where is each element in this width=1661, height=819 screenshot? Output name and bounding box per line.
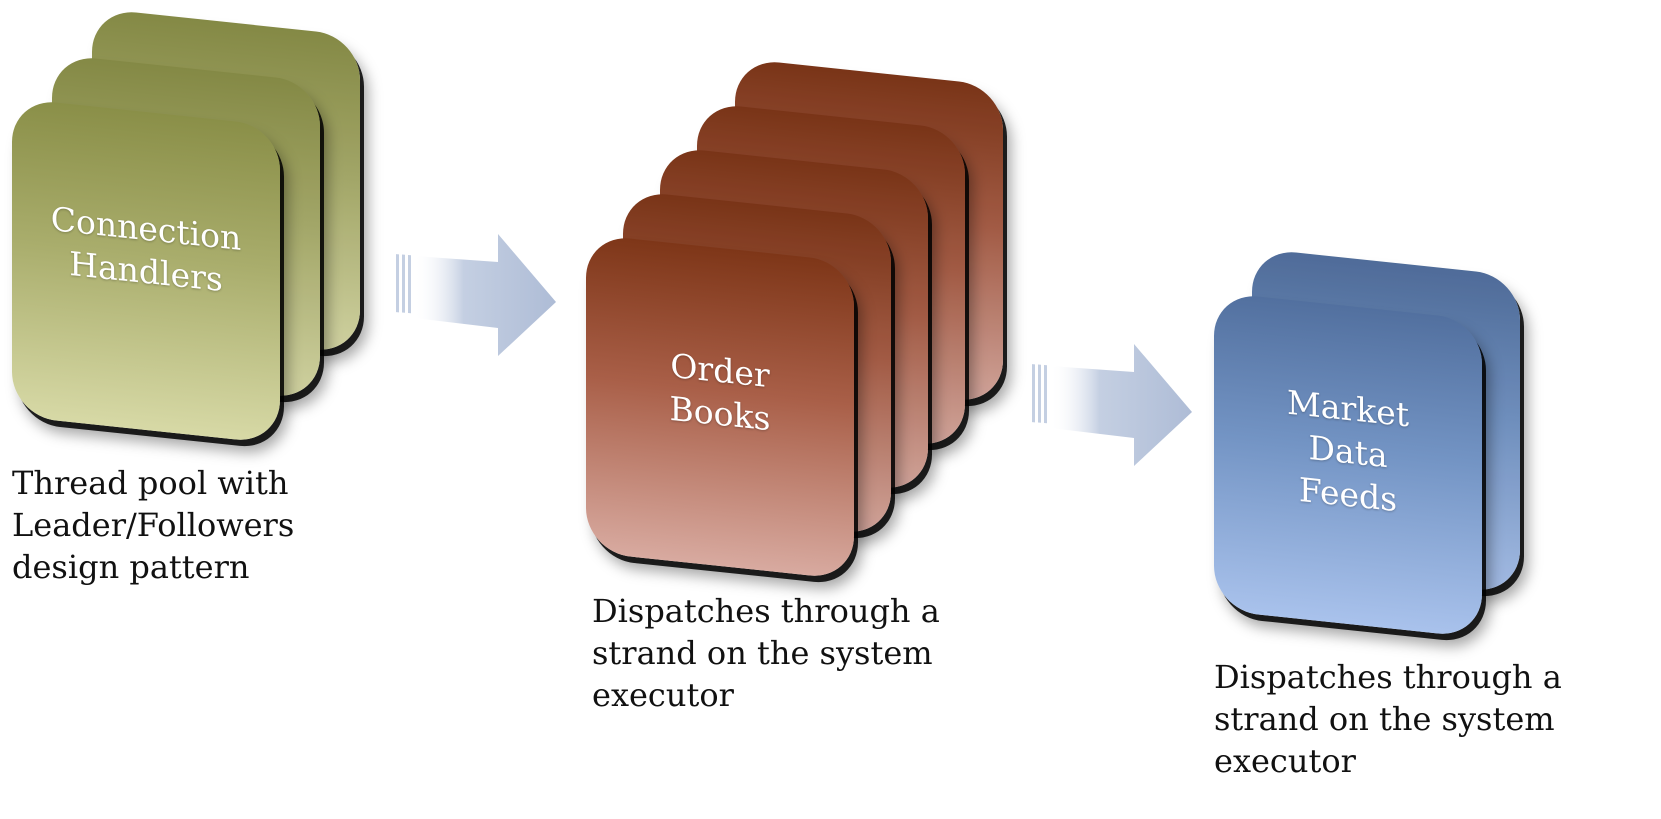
caption-line: Leader/Followers bbox=[12, 506, 295, 544]
caption-line: Dispatches through a bbox=[1214, 658, 1562, 696]
caption-line: Dispatches through a bbox=[592, 592, 940, 630]
caption-line: executor bbox=[1214, 742, 1356, 780]
caption-line: strand on the system bbox=[592, 634, 933, 672]
caption-line: design pattern bbox=[12, 548, 250, 586]
market-data-feeds-caption: Dispatches through a strand on the syste… bbox=[1214, 656, 1562, 782]
order-book-card bbox=[586, 233, 854, 581]
connection-handlers-caption: Thread pool with Leader/Followers design… bbox=[12, 462, 294, 588]
flow-arrow-icon bbox=[1032, 344, 1192, 466]
flow-arrow-icon bbox=[396, 234, 556, 356]
connection-handler-card bbox=[12, 97, 280, 445]
order-books-caption: Dispatches through a strand on the syste… bbox=[592, 590, 940, 716]
caption-line: Thread pool with bbox=[12, 464, 289, 502]
caption-line: executor bbox=[592, 676, 734, 714]
market-data-feed-card bbox=[1214, 291, 1482, 639]
caption-line: strand on the system bbox=[1214, 700, 1555, 738]
